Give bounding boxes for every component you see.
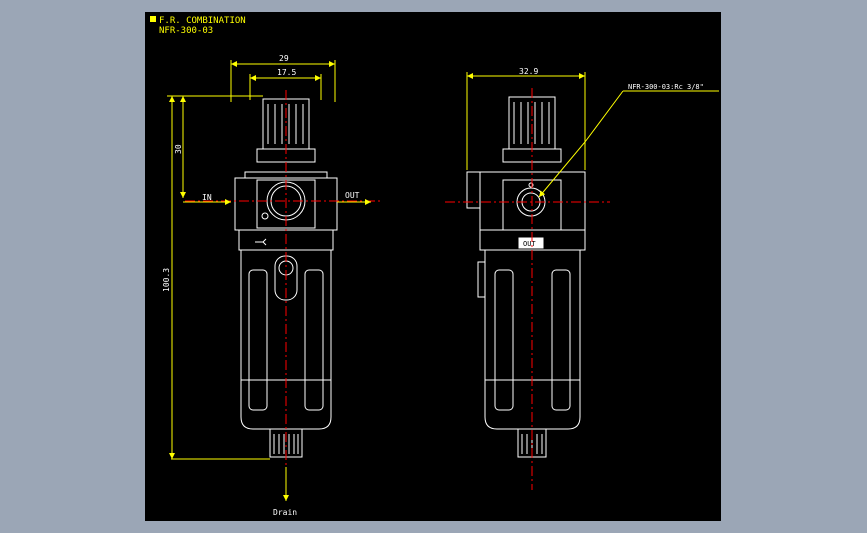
label-in: IN [202, 193, 212, 202]
title-line2: NFR-300-03 [159, 26, 213, 36]
side-port-left [466, 171, 481, 209]
front-dimension-labels: 29 17.5 30 100.3 IN OUT Drain [162, 54, 360, 517]
front-bowl-window-right [304, 269, 324, 411]
front-knob-ribs [267, 104, 304, 144]
dim-top-height: 30 [174, 144, 183, 154]
side-knob-ribs [513, 102, 550, 144]
title-line1: F.R. COMBINATION [159, 16, 246, 26]
side-out-badge: OUT [523, 240, 536, 248]
side-knob [508, 96, 556, 150]
front-bowl-window-left [248, 269, 268, 411]
dim-side-width: 32.9 [519, 67, 538, 76]
side-bowl-window-left [494, 269, 514, 411]
front-dimensions [167, 60, 371, 501]
flow-arrow-icon [255, 238, 267, 246]
dim-overall-height: 100.3 [162, 268, 171, 292]
side-bowl-tab [477, 261, 486, 298]
port-callout: NFR-300-03:Rc 3/8" [628, 83, 704, 91]
front-screw [261, 212, 269, 220]
side-port-pin [528, 182, 534, 188]
label-drain: Drain [273, 508, 297, 517]
dim-inner-width: 17.5 [277, 68, 296, 77]
cad-viewport[interactable]: F.R. COMBINATION NFR-300-03 [145, 12, 721, 521]
cad-drawing: F.R. COMBINATION NFR-300-03 [150, 16, 719, 517]
side-dimension-labels: 32.9 NFR-300-03:Rc 3/8" [519, 67, 704, 91]
side-dimensions [466, 72, 719, 198]
title-block: F.R. COMBINATION NFR-300-03 [150, 16, 246, 36]
dim-overall-width: 29 [279, 54, 289, 63]
front-centerlines [185, 90, 380, 474]
front-drain-ribs [273, 434, 299, 454]
side-view [466, 96, 586, 458]
front-knob [262, 98, 310, 150]
label-out: OUT [345, 191, 360, 200]
side-centerlines [445, 88, 610, 490]
side-bowl-window-right [551, 269, 571, 411]
title-bullet-icon [150, 16, 156, 22]
side-out-badge-bg [518, 237, 544, 249]
